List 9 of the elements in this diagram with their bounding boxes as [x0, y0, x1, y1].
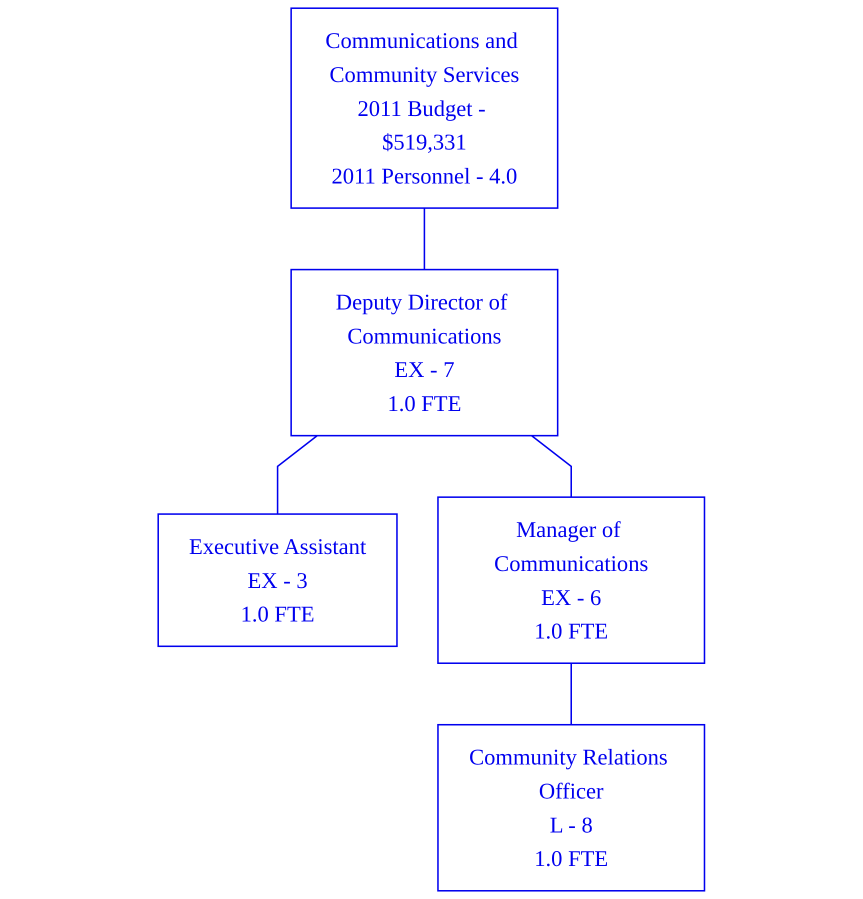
node-box: Community Relations Officer L - 8 1.0 FTE [437, 724, 706, 892]
node-box: Deputy Director of Communications EX - 7 1.0 FTE [290, 268, 559, 436]
connector [276, 435, 318, 514]
connector [570, 663, 572, 725]
node-box: Executive Assistant EX - 3 1.0 FTE [158, 513, 398, 648]
connector [424, 208, 426, 270]
connector [531, 435, 572, 498]
node-box: Manager of Communications EX - 6 1.0 FTE [437, 496, 706, 664]
node-box: Communications and Community Services 2011 Budget - $519,331 2011 Personnel - 4.0 [290, 7, 559, 209]
